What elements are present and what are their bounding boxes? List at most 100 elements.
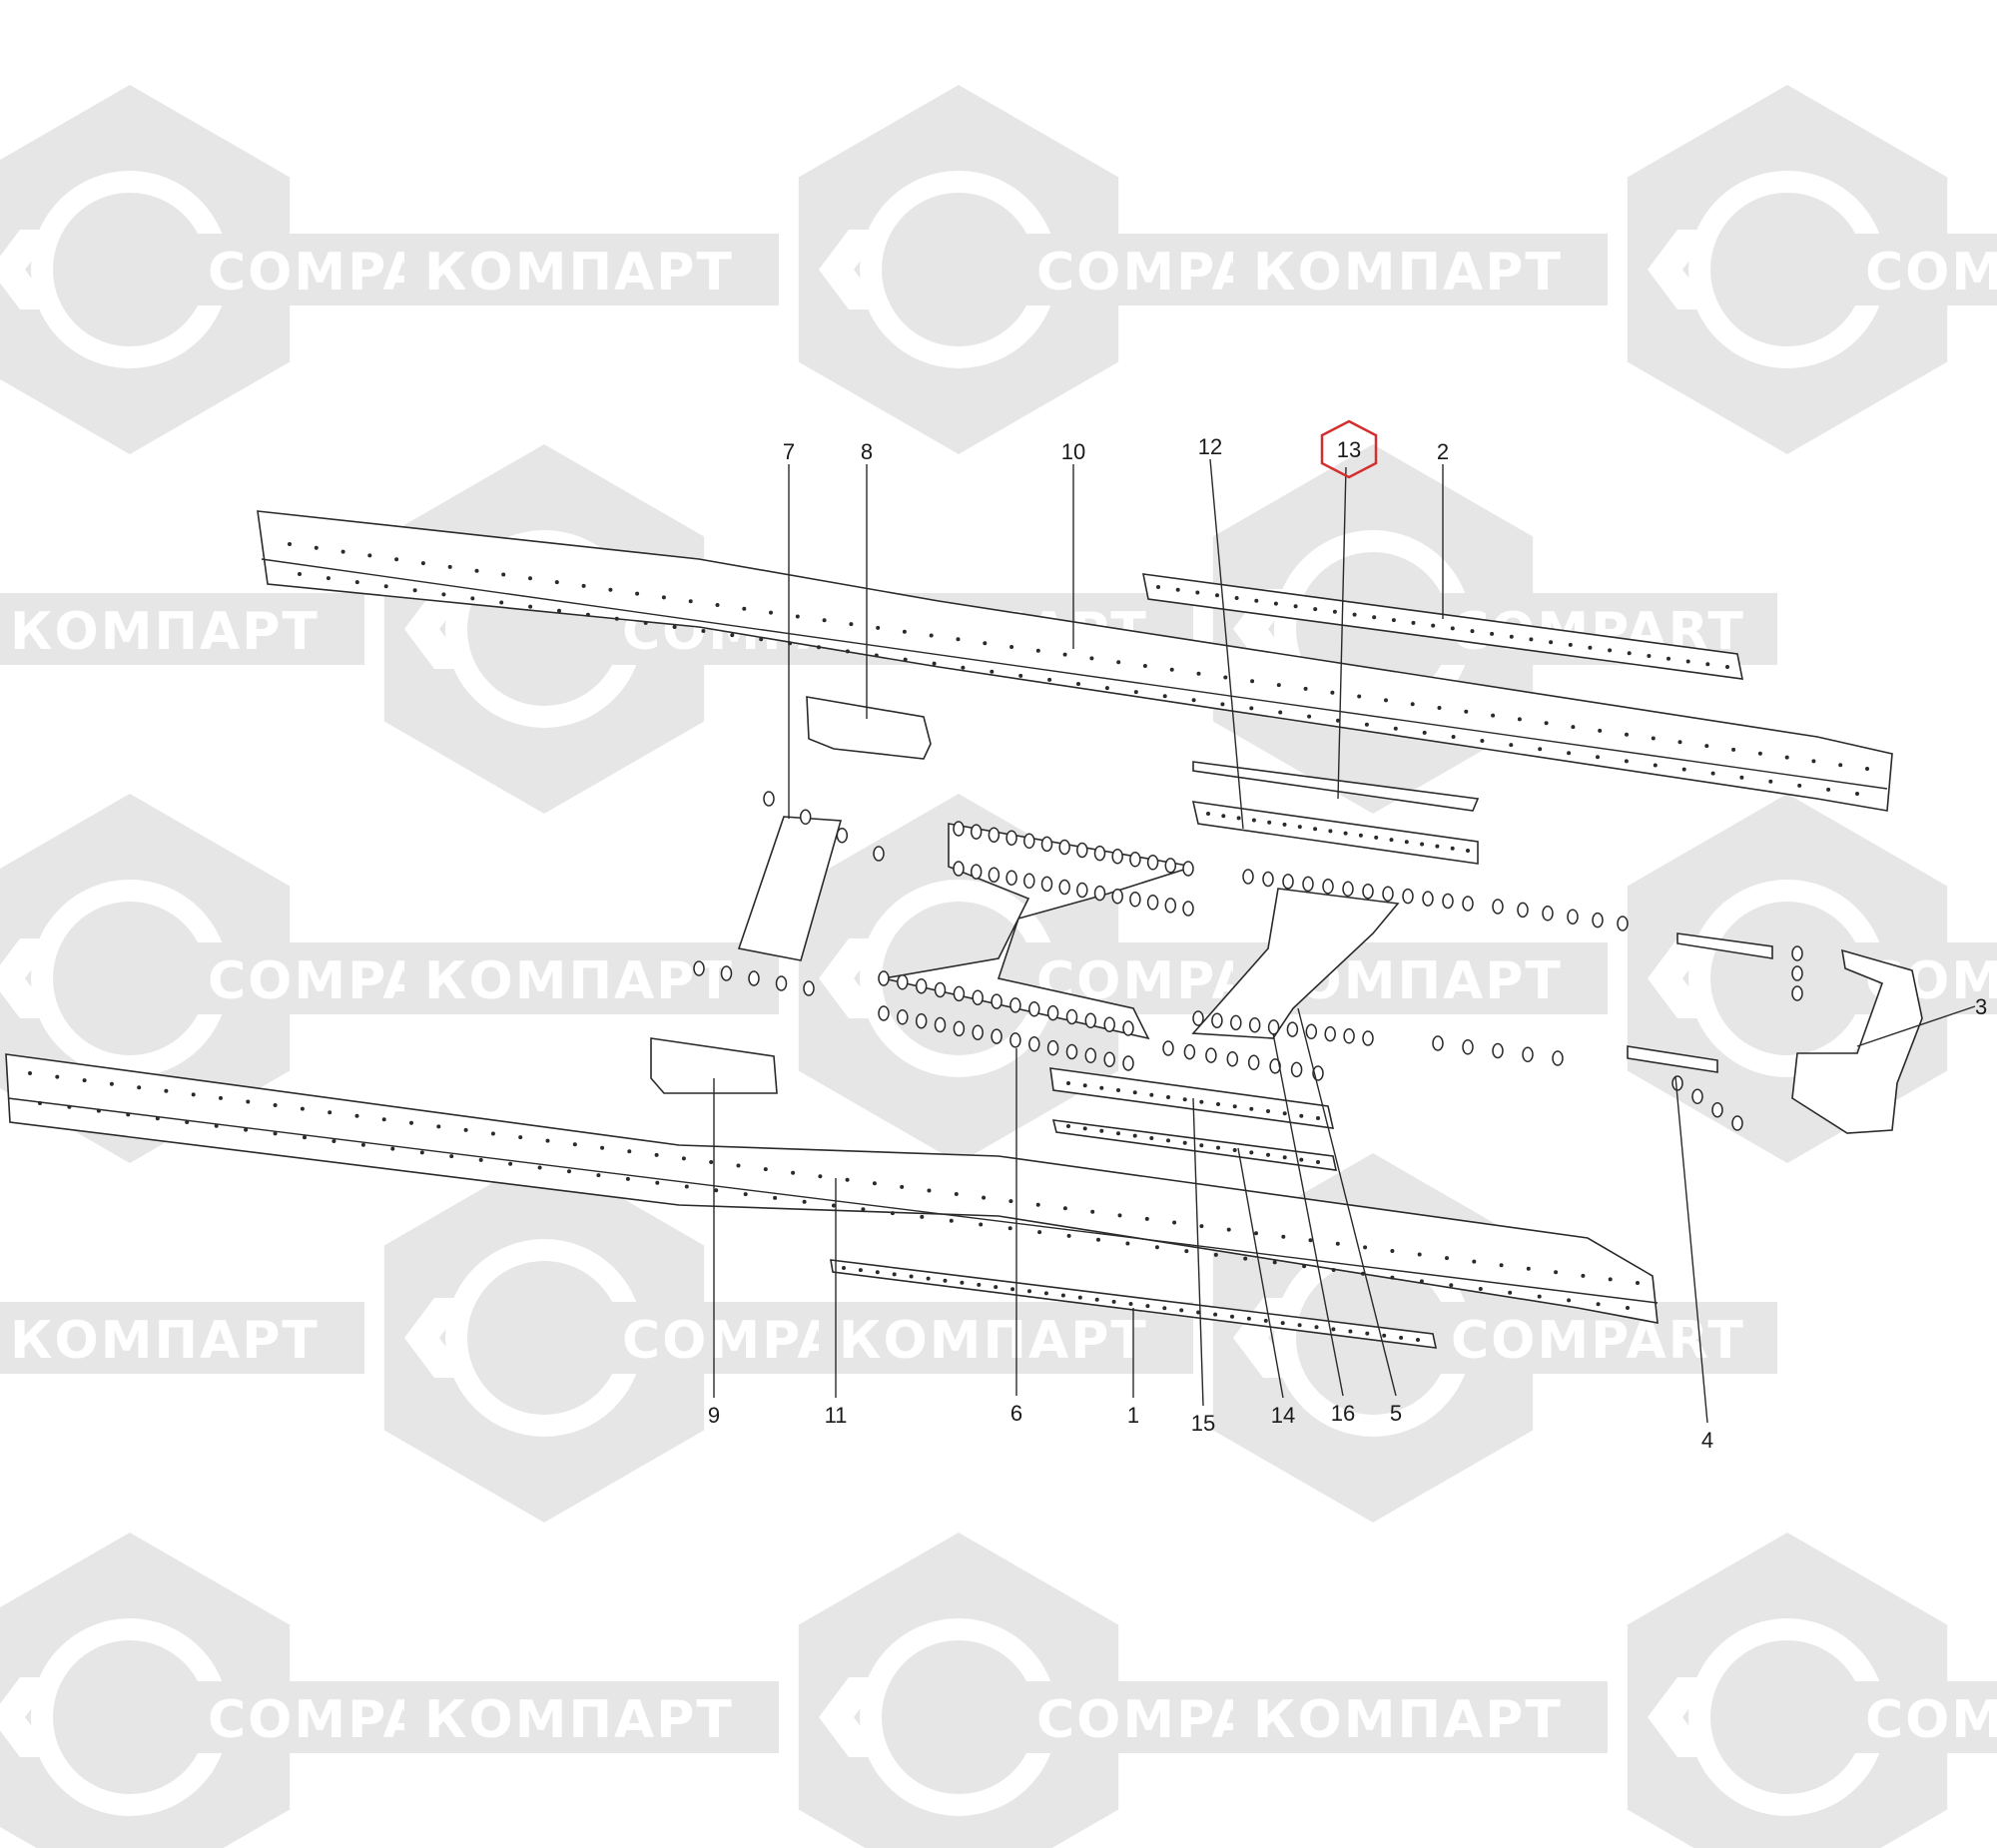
rivet-hole	[409, 1120, 413, 1125]
callout-2[interactable]: 2	[1437, 439, 1449, 464]
callout-11[interactable]: 11	[825, 1403, 848, 1428]
rivet-hole	[1757, 751, 1762, 756]
rivet-hole	[1704, 744, 1709, 749]
callout-7[interactable]: 7	[783, 439, 795, 464]
rivet-hole	[412, 588, 417, 593]
rivet-hole	[1538, 747, 1543, 752]
rivet-hole	[1588, 645, 1593, 650]
rivet-hole	[849, 622, 854, 627]
rivet-hole	[1027, 1289, 1031, 1294]
rivet-hole	[1166, 1095, 1170, 1099]
rivet-hole	[436, 1124, 441, 1129]
rivet-hole	[419, 1150, 424, 1155]
bolt	[1065, 1008, 1078, 1025]
bolt	[1058, 879, 1070, 896]
rivet-hole	[1303, 686, 1308, 691]
bolt	[1691, 1088, 1703, 1105]
rivet-hole	[1226, 1227, 1231, 1232]
rivet-hole	[67, 1104, 72, 1109]
callout-16[interactable]: 16	[1331, 1401, 1355, 1426]
rivet-hole	[614, 616, 619, 621]
part-1-strip	[830, 1259, 1438, 1349]
rivet-hole	[802, 1199, 807, 1204]
bolt	[953, 1020, 966, 1037]
bolt	[988, 867, 1000, 883]
bolt	[1305, 1023, 1318, 1040]
rivet-hole	[390, 1146, 395, 1151]
rivet-hole	[954, 1192, 959, 1196]
callout-4[interactable]: 4	[1701, 1428, 1713, 1453]
rivet-hole	[1374, 835, 1379, 840]
rivet-hole	[1361, 1271, 1365, 1276]
rivet-hole	[1626, 1306, 1630, 1310]
rivet-hole	[164, 1088, 169, 1093]
rivet-hole	[982, 1195, 987, 1200]
callout-13[interactable]: 13	[1337, 437, 1361, 462]
rivet-hole	[672, 625, 677, 629]
rivet-hole	[1254, 1231, 1258, 1236]
rivet-hole	[585, 612, 590, 617]
rivet-hole	[1008, 1199, 1013, 1204]
rivet-hole	[736, 1163, 741, 1168]
bolt	[897, 974, 909, 990]
callout-1[interactable]: 1	[1127, 1403, 1139, 1428]
callout-10[interactable]: 10	[1061, 439, 1085, 464]
bolt	[1492, 899, 1504, 915]
callout-8[interactable]: 8	[861, 439, 873, 464]
bolt	[1146, 855, 1159, 871]
bolt	[1791, 965, 1803, 981]
rivet-hole	[1627, 651, 1632, 656]
rivet-hole	[1725, 665, 1729, 669]
rivet-hole	[1499, 1263, 1504, 1268]
bolt	[1040, 836, 1053, 853]
rivet-hole	[1213, 1312, 1218, 1317]
rivet-hole	[961, 665, 966, 670]
rivet-hole	[28, 1071, 32, 1075]
rivet-hole	[1149, 1092, 1154, 1097]
rivet-hole	[1249, 1106, 1254, 1111]
bolt	[1023, 833, 1035, 850]
rivet-hole	[1549, 640, 1554, 645]
rivet-hole	[1267, 820, 1272, 825]
bolt	[1162, 1040, 1174, 1056]
rivet-hole	[1297, 825, 1302, 830]
rivet-hole	[769, 610, 773, 615]
rivet-hole	[1330, 690, 1335, 695]
callout-15[interactable]: 15	[1191, 1411, 1215, 1436]
rivet-hole	[501, 572, 506, 577]
rivet-hole	[1230, 1314, 1234, 1319]
rivet-hole	[394, 557, 399, 562]
rivet-hole	[994, 1285, 998, 1290]
callout-5[interactable]: 5	[1390, 1401, 1402, 1426]
rivet-hole	[730, 633, 735, 638]
rivet-hole	[1232, 1148, 1237, 1152]
bolt	[1028, 1036, 1040, 1052]
callout-14[interactable]: 14	[1271, 1403, 1295, 1428]
callout-12[interactable]: 12	[1198, 434, 1222, 459]
rivet-hole	[499, 600, 504, 605]
rivet-hole	[1314, 1325, 1319, 1330]
rivet-hole	[1154, 1245, 1159, 1250]
rivet-hole	[983, 641, 988, 646]
rivet-hole	[1179, 1308, 1184, 1313]
rivet-hole	[1266, 1109, 1270, 1113]
rivet-hole	[1768, 779, 1773, 784]
callout-6[interactable]: 6	[1010, 1401, 1022, 1426]
rivet-hole	[273, 1131, 278, 1136]
bolt	[1111, 888, 1123, 905]
rivet-hole	[1116, 1131, 1120, 1136]
bolt	[1046, 1004, 1059, 1021]
rivet-hole	[1651, 736, 1656, 741]
rivet-hole	[1216, 1102, 1220, 1106]
bolt	[1084, 1012, 1097, 1029]
rivet-hole	[1116, 660, 1121, 665]
rivet-hole	[441, 592, 446, 597]
callout-9[interactable]: 9	[708, 1403, 720, 1428]
rivet-hole	[381, 1117, 386, 1122]
bolt	[1183, 1043, 1196, 1060]
callout-3[interactable]: 3	[1975, 994, 1987, 1019]
rivet-hole	[490, 1131, 495, 1136]
rivet-hole	[1156, 585, 1160, 589]
